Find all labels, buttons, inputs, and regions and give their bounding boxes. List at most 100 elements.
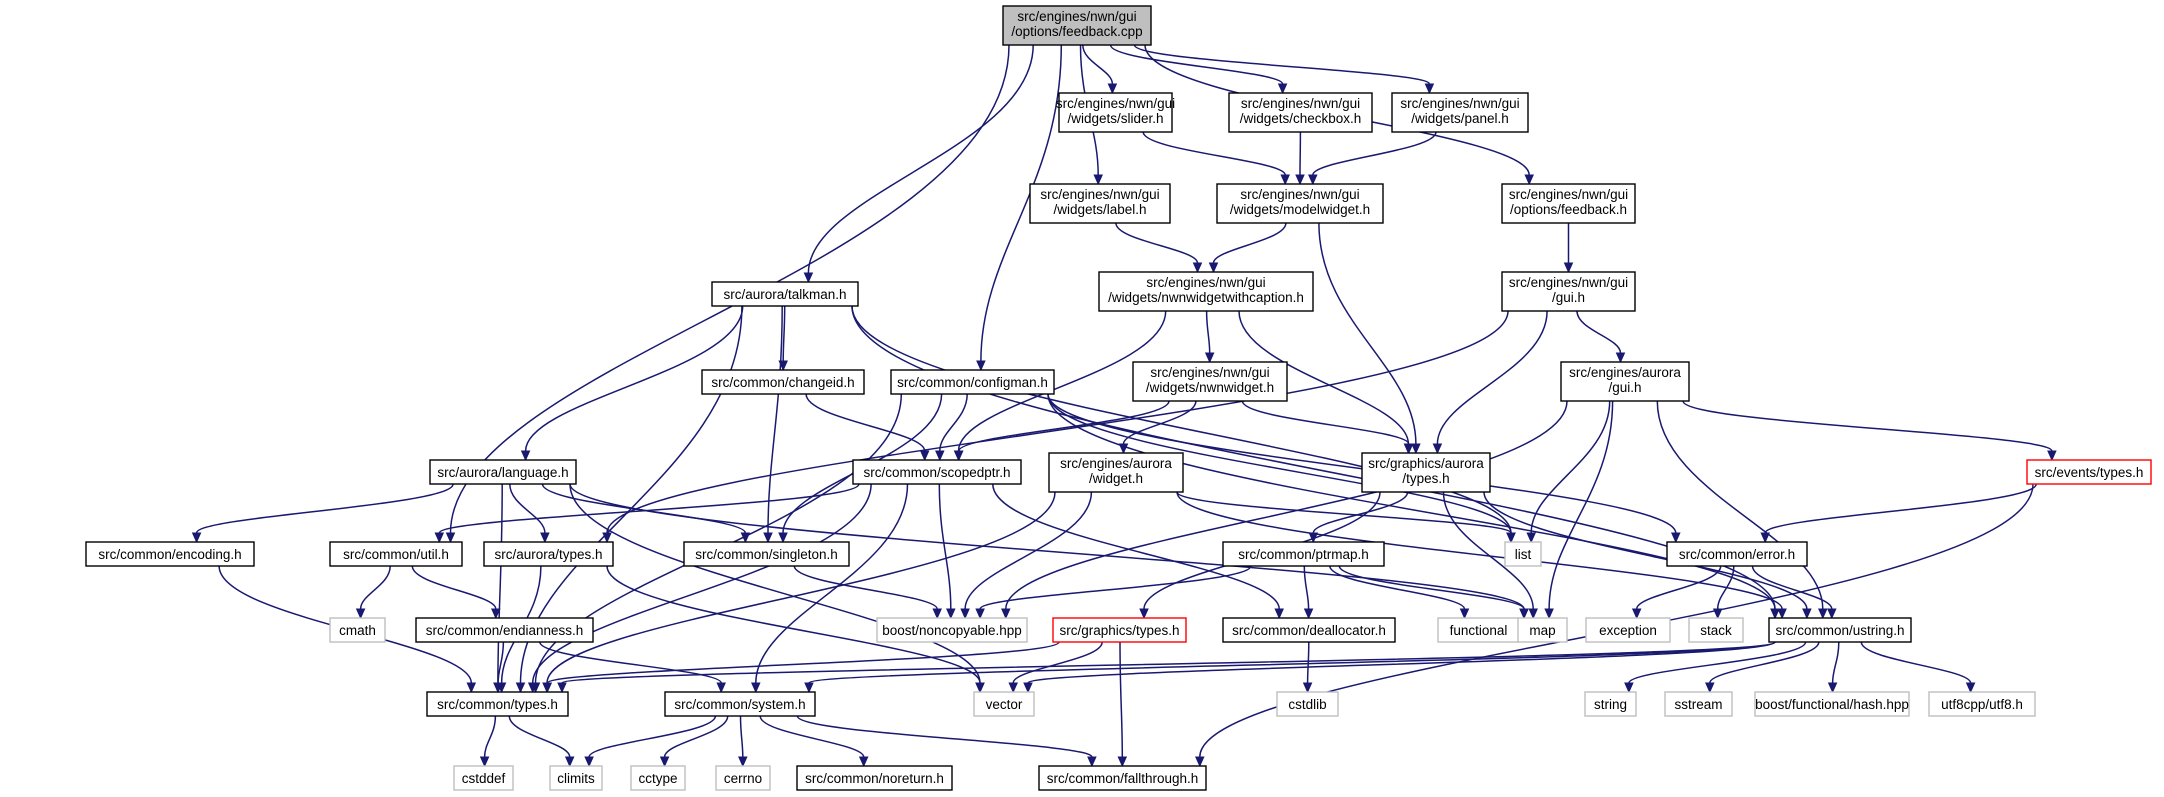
- node-nwnwidgetwithcaption[interactable]: src/engines/nwn/gui/widgets/nwnwidgetwit…: [1098, 271, 1314, 312]
- edge-arrowhead: [1139, 608, 1149, 620]
- node-label: climits: [557, 771, 595, 786]
- node-label: boost/functional/hash.hpp: [1755, 697, 1909, 712]
- node-box: [683, 541, 850, 567]
- node-deallocator[interactable]: src/common/deallocator.h: [1222, 617, 1396, 643]
- node-modelwidget[interactable]: src/engines/nwn/gui/widgets/modelwidget.…: [1216, 183, 1384, 224]
- node-cstddef[interactable]: cstddef: [453, 765, 514, 791]
- edge-line: [1682, 400, 2053, 452]
- node-stack[interactable]: stack: [1688, 617, 1744, 643]
- node-label: src/common/noreturn.h: [805, 771, 944, 786]
- node-nwngui[interactable]: src/engines/nwn/gui/gui.h: [1501, 271, 1636, 312]
- edge-line: [1312, 131, 1437, 176]
- edge-scopedptr-to-util: [434, 483, 860, 544]
- node-noncopyable[interactable]: boost/noncopyable.hpp: [876, 617, 1028, 643]
- node-ptrmap[interactable]: src/common/ptrmap.h: [1222, 541, 1385, 567]
- edge-aurorawidget-to-ustring: [1176, 491, 1787, 620]
- node-label: src/common/singleton.h: [695, 547, 838, 562]
- edge-arrowhead: [1411, 443, 1421, 455]
- edge-line: [1241, 400, 1410, 445]
- edge-line: [1238, 310, 1410, 445]
- node-aurorawidget[interactable]: src/engines/aurora/widget.h: [1048, 452, 1184, 493]
- node-climits[interactable]: climits: [549, 765, 603, 791]
- node-label: /widgets/panel.h: [1411, 111, 1509, 126]
- edge-changeid-to-scopedptr: [805, 393, 930, 462]
- node-endianness[interactable]: src/common/endianness.h: [415, 617, 594, 643]
- node-box: [415, 617, 594, 643]
- edge-line: [938, 483, 952, 610]
- edge-arrowhead: [1526, 532, 1536, 544]
- node-label: /options/feedback.cpp: [1011, 24, 1142, 39]
- node-talkman[interactable]: src/aurora/talkman.h: [711, 281, 859, 307]
- node-exception[interactable]: exception: [1585, 617, 1671, 643]
- node-map[interactable]: map: [1517, 617, 1568, 643]
- node-graphicsauroratypes[interactable]: src/graphics/aurora/types.h: [1361, 452, 1491, 493]
- node-cstdlib[interactable]: cstdlib: [1276, 691, 1339, 717]
- edge-arrowhead: [1965, 682, 1976, 694]
- node-encoding[interactable]: src/common/encoding.h: [85, 541, 255, 567]
- node-functional[interactable]: functional: [1437, 617, 1520, 643]
- node-label: src/common/endianness.h: [426, 623, 584, 638]
- node-system[interactable]: src/common/system.h: [664, 691, 816, 717]
- node-configman[interactable]: src/common/configman.h: [890, 369, 1055, 395]
- edge-line: [606, 310, 1509, 534]
- edge-arrowhead: [803, 272, 814, 284]
- edge-root-to-checkbox: [1109, 44, 1288, 95]
- edge-types-to-climits: [508, 715, 575, 768]
- edge-line: [663, 715, 729, 758]
- edge-arrowhead: [434, 532, 445, 544]
- node-box: [1560, 361, 1690, 402]
- node-slider[interactable]: src/engines/nwn/gui/widgets/slider.h: [1056, 92, 1175, 133]
- node-util[interactable]: src/common/util.h: [329, 541, 463, 567]
- edge-line: [1656, 400, 1824, 610]
- node-error[interactable]: src/common/error.h: [1666, 541, 1808, 567]
- node-utf8[interactable]: utf8cpp/utf8.h: [1928, 691, 2036, 717]
- node-scopedptr[interactable]: src/common/scopedptr.h: [852, 459, 1022, 485]
- node-list[interactable]: list: [1504, 541, 1542, 567]
- edge-arrowhead: [191, 532, 202, 544]
- node-sstream[interactable]: sstream: [1664, 691, 1733, 717]
- edge-line: [979, 565, 1252, 610]
- node-label[interactable]: src/engines/nwn/gui/widgets/label.h: [1029, 183, 1171, 224]
- node-label: src/common/changeid.h: [711, 375, 854, 390]
- node-box: [329, 541, 463, 567]
- node-cmath[interactable]: cmath: [329, 617, 386, 643]
- edge-scopedptr-to-noncopyable: [938, 483, 956, 620]
- node-label: cstdlib: [1288, 697, 1326, 712]
- node-auroratypes[interactable]: src/aurora/types.h: [483, 541, 614, 567]
- edge-configman-to-scopedptr: [935, 393, 968, 462]
- node-string[interactable]: string: [1584, 691, 1637, 717]
- edge-arrowhead: [1432, 443, 1443, 455]
- node-cctype[interactable]: cctype: [630, 765, 686, 791]
- edge-arrowhead: [542, 682, 553, 694]
- node-fallthrough[interactable]: src/common/fallthrough.h: [1038, 765, 1207, 791]
- node-language[interactable]: src/aurora/language.h: [429, 459, 577, 485]
- node-types[interactable]: src/common/types.h: [426, 691, 569, 717]
- node-ustring[interactable]: src/common/ustring.h: [1768, 617, 1912, 643]
- edge-arrowhead: [1827, 682, 1838, 694]
- node-eventstypes[interactable]: src/events/types.h: [2026, 459, 2152, 485]
- edge-line: [1005, 400, 1568, 610]
- edge-line: [782, 305, 786, 362]
- node-hash[interactable]: boost/functional/hash.hpp: [1754, 691, 1910, 717]
- node-panel[interactable]: src/engines/nwn/gui/widgets/panel.h: [1391, 92, 1529, 133]
- edge-arrowhead: [1712, 608, 1723, 620]
- node-changeid[interactable]: src/common/changeid.h: [701, 369, 865, 395]
- node-label: /widgets/nwnwidget.h: [1146, 380, 1274, 395]
- edge-language-to-vector: [569, 483, 985, 694]
- edge-line: [1635, 565, 1722, 610]
- node-noreturn[interactable]: src/common/noreturn.h: [796, 765, 953, 791]
- node-singleton[interactable]: src/common/singleton.h: [683, 541, 850, 567]
- edge-feedback_h-to-nwngui: [1563, 223, 1574, 274]
- node-auroragui[interactable]: src/engines/aurora/gui.h: [1560, 361, 1690, 402]
- node-vector[interactable]: vector: [973, 691, 1035, 717]
- node-feedback_h[interactable]: src/engines/nwn/gui/options/feedback.h: [1501, 183, 1636, 224]
- node-cerrno[interactable]: cerrno: [715, 765, 771, 791]
- node-checkbox[interactable]: src/engines/nwn/gui/widgets/checkbox.h: [1228, 92, 1373, 133]
- node-root[interactable]: src/engines/nwn/gui/options/feedback.cpp: [1002, 5, 1152, 46]
- node-label: /types.h: [1402, 471, 1449, 486]
- node-nwnwidget[interactable]: src/engines/nwn/gui/widgets/nwnwidget.h: [1132, 361, 1288, 402]
- node-graphicstypes[interactable]: src/graphics/types.h: [1052, 617, 1187, 643]
- node-label: /widgets/modelwidget.h: [1230, 202, 1370, 217]
- edge-line: [1318, 222, 1417, 445]
- node-label: src/common/configman.h: [897, 375, 1048, 390]
